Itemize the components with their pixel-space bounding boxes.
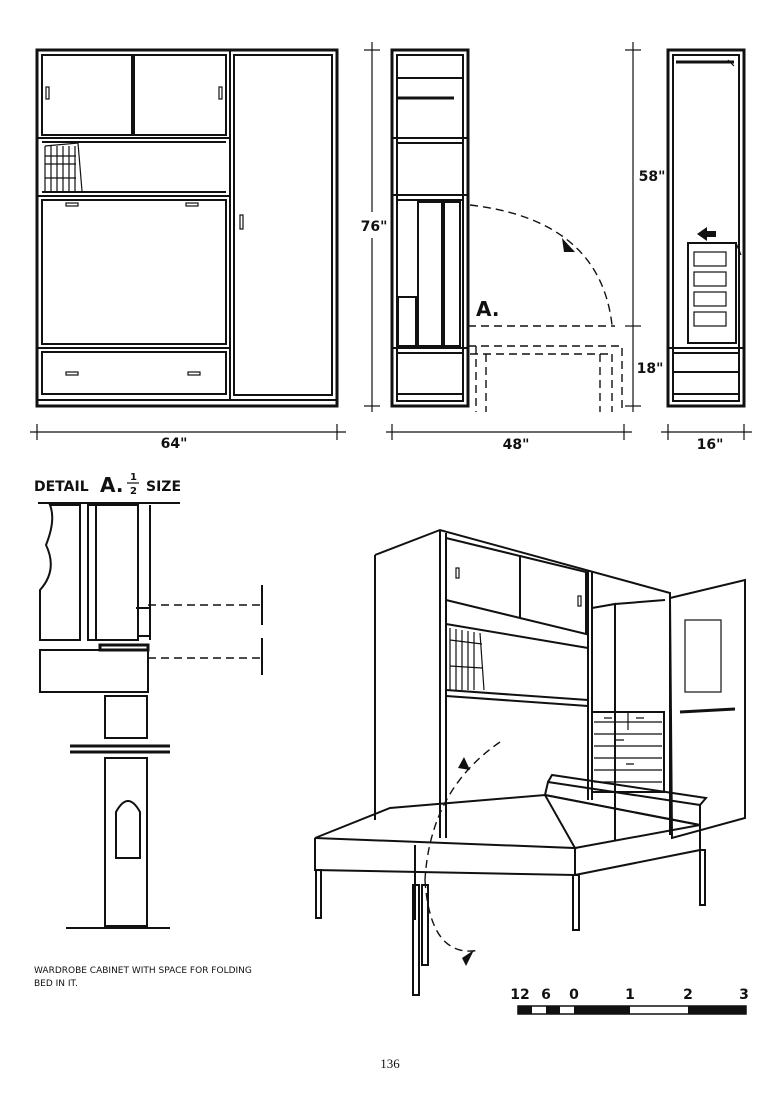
caption-line-1: WARDROBE CABINET WITH SPACE FOR FOLDING	[34, 966, 252, 976]
folded-mattress-2	[443, 201, 461, 347]
open-wardrobe-door	[668, 578, 746, 840]
folded-cushion	[397, 296, 417, 347]
scale-label-1: 1	[625, 987, 635, 1003]
base-rail	[39, 649, 149, 693]
books	[44, 142, 83, 192]
front-width-dimension: 64"	[161, 436, 188, 452]
bed-legs	[315, 849, 706, 996]
section-outline	[390, 48, 470, 408]
upper-height-dimension: 58"	[639, 169, 666, 185]
leg-notch	[115, 800, 141, 859]
scale-label-2: 2	[683, 987, 693, 1003]
fraction-numerator: 1	[130, 472, 137, 483]
cabinet-outline	[35, 48, 339, 408]
swing-arc	[469, 204, 613, 326]
folded-mattress-1	[417, 201, 443, 347]
lower-height-dimension: 18"	[637, 361, 664, 377]
front-elevation: 64"	[30, 48, 346, 452]
bed-cushion	[543, 780, 701, 827]
scale-bar: 12 6 0 1 2 3	[510, 987, 749, 1015]
scale-label-12: 12	[510, 987, 529, 1003]
page-number: 136	[380, 1056, 400, 1071]
scale-label-3: 3	[739, 987, 749, 1003]
side-width-dimension: 16"	[697, 437, 724, 453]
detail-title: DETAIL A. 1 2 SIZE	[34, 472, 181, 497]
detail-callout: A.	[476, 297, 499, 321]
detail-a-drawing	[38, 502, 263, 929]
scale-label-0: 0	[569, 987, 579, 1003]
side-elevation: 58" 18" 16"	[625, 42, 752, 453]
fold-down-front	[41, 199, 227, 345]
section-width-dimension: 48"	[503, 437, 530, 453]
mattress-section	[39, 504, 81, 641]
wardrobe-door	[233, 54, 333, 396]
pull-direction-arrow	[697, 227, 716, 241]
pull-out-tray	[687, 242, 737, 344]
perspective-books	[449, 628, 485, 691]
section-height-dimension: 76"	[361, 219, 388, 235]
scale-label-6: 6	[541, 987, 551, 1003]
leg-section	[104, 757, 148, 927]
cabinet-top	[374, 528, 671, 835]
section-elevation: 76" A. 48"	[360, 42, 632, 453]
detail-letter: A.	[100, 473, 123, 497]
fraction-denominator: 2	[130, 486, 137, 497]
caption-line-2: BED IN IT.	[34, 979, 78, 989]
detail-size-word: SIZE	[146, 479, 181, 495]
side-outline	[666, 48, 746, 408]
detail-word: DETAIL	[34, 479, 89, 495]
drawer	[41, 351, 227, 395]
perspective-view	[314, 528, 746, 996]
